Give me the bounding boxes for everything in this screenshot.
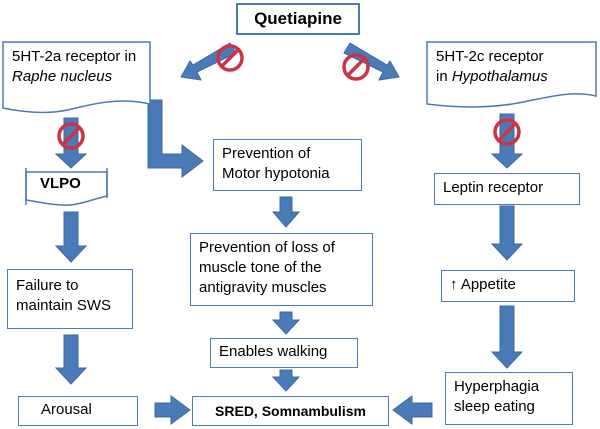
vlpo-label: VLPO <box>40 175 81 192</box>
hypothalamus-node: 5HT-2c receptor in Hypothalamus <box>430 45 596 97</box>
enables-walking-node: Enables walking <box>210 338 358 368</box>
failure-sws-line1: Failure to <box>16 277 79 294</box>
muscle-tone-line3: antigravity muscles <box>199 279 327 296</box>
sred-label: SRED, Somnambulism <box>215 403 366 419</box>
arrow-leptin-to-appetite <box>490 205 524 261</box>
quetiapine-label: Quetiapine <box>254 9 342 28</box>
appetite-node: ↑ Appetite <box>441 270 575 302</box>
arrow-5ht2a-to-motor-hypotonia <box>147 99 204 179</box>
quetiapine-node: Quetiapine <box>236 3 360 35</box>
leptin-receptor-label: Leptin receptor <box>443 179 544 196</box>
arrow-hyperphagia-to-sred <box>392 395 433 425</box>
failure-sws-line2: maintain SWS <box>16 297 112 314</box>
arrow-vlpo-to-failure <box>54 211 88 263</box>
arousal-label: Arousal <box>41 401 92 418</box>
motor-hypotonia-line2: Motor hypotonia <box>222 165 330 182</box>
appetite-label: ↑ Appetite <box>450 276 516 293</box>
motor-hypotonia-node: Prevention of Motor hypotonia <box>213 139 362 191</box>
enables-walking-label: Enables walking <box>219 343 328 360</box>
arrow-walking-to-sred <box>271 369 301 392</box>
arrow-arousal-to-sred <box>154 395 191 425</box>
failure-sws-node: Failure to maintain SWS <box>7 269 133 329</box>
hypothalamus-box-shape <box>426 41 597 108</box>
hypothalamus-label-line2: Hypothalamus <box>451 68 548 85</box>
raphe-label-line1: 5HT-2a receptor in <box>12 48 137 65</box>
arrow-5ht2a-to-vlpo <box>54 117 88 169</box>
muscle-tone-line2: muscle tone of the <box>199 259 322 276</box>
hyperphagia-line1: Hyperphagia <box>454 378 540 395</box>
sred-node: SRED, Somnambulism <box>192 396 389 426</box>
hyperphagia-line2: sleep eating <box>454 398 535 415</box>
vlpo-node: VLPO <box>34 173 104 197</box>
muscle-tone-line1: Prevention of loss of <box>199 239 335 256</box>
hypothalamus-label-prefix: in <box>436 68 452 85</box>
hyperphagia-node: Hyperphagia sleep eating <box>445 372 573 425</box>
arrow-muscle-tone-to-walking <box>271 311 301 335</box>
arrow-appetite-to-hyperphagia <box>490 305 524 369</box>
arrow-failure-to-arousal <box>54 334 88 385</box>
leptin-receptor-node: Leptin receptor <box>434 173 580 205</box>
vlpo-scroll-shape <box>25 171 108 206</box>
motor-hypotonia-line1: Prevention of <box>222 145 311 162</box>
raphe-box-shape <box>2 41 151 114</box>
arrow-5ht2c-to-leptin <box>490 113 524 169</box>
arrow-quetiapine-to-5ht2c <box>343 42 400 81</box>
hypothalamus-label-line1: 5HT-2c receptor <box>436 48 544 65</box>
arousal-node: Arousal <box>18 396 138 426</box>
raphe-label-line2: Raphe nucleus <box>12 68 113 85</box>
muscle-tone-node: Prevention of loss of muscle tone of the… <box>190 233 373 306</box>
arrow-motor-to-muscle-tone <box>271 196 301 228</box>
raphe-node: 5HT-2a receptor in Raphe nucleus <box>6 45 152 101</box>
